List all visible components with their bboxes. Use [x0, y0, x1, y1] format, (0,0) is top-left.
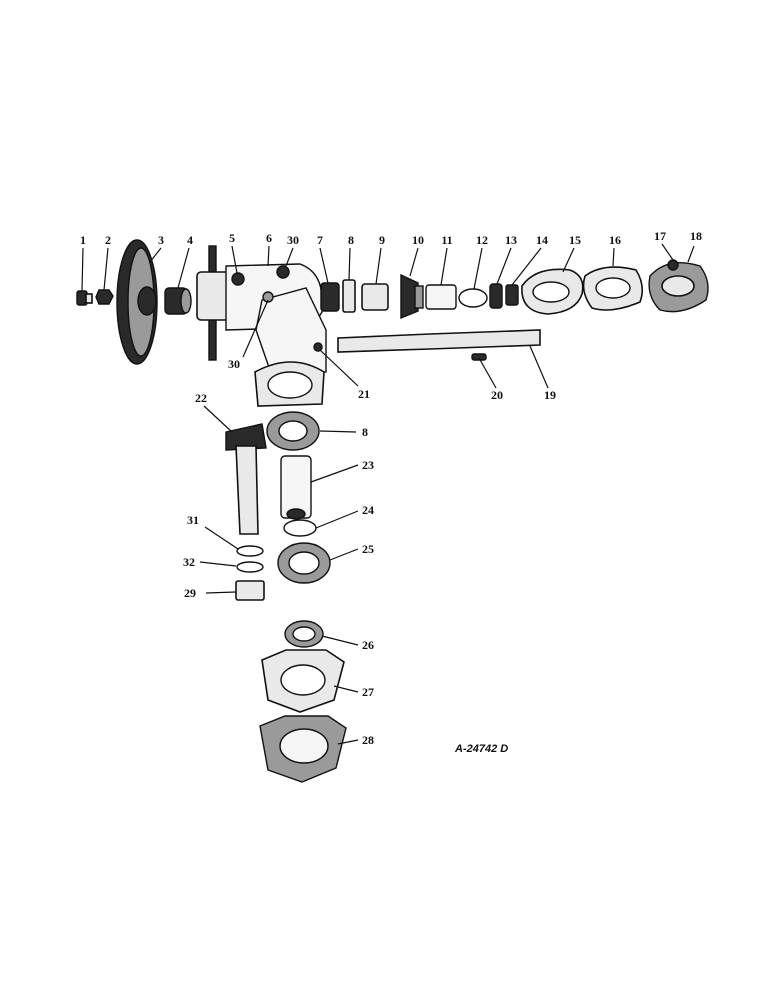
- part-20-key: [471, 353, 487, 361]
- part-25-bearing: [277, 542, 331, 584]
- part-11-sleeve: [425, 284, 457, 310]
- callout-18: 18: [690, 229, 702, 243]
- callout-29: 29: [184, 586, 196, 600]
- callout-11: 11: [441, 233, 452, 247]
- part-3-sprocket: [116, 239, 158, 365]
- part-9-bearing-cone: [361, 283, 389, 311]
- callout-1: 1: [80, 233, 86, 247]
- callout-2: 2: [105, 233, 111, 247]
- callout-25: 25: [362, 542, 374, 556]
- gear-housing: [196, 245, 327, 407]
- callout-24: 24: [362, 503, 374, 517]
- callout-labels: 1 2 3 4 5 6 30 7 8 9 10 11 12 13 14 15 1…: [80, 229, 702, 747]
- callout-8-top: 8: [348, 233, 354, 247]
- callout-22: 22: [195, 391, 207, 405]
- part-10-bevel-gear: [400, 273, 424, 320]
- part-22-pinion-shaft: [225, 423, 267, 535]
- callout-3: 3: [158, 233, 164, 247]
- callout-28: 28: [362, 733, 374, 747]
- callout-27: 27: [362, 685, 374, 699]
- callout-23: 23: [362, 458, 374, 472]
- part-12-washer: [458, 288, 488, 308]
- part-23-spacer-tube: [280, 455, 312, 520]
- callout-6: 6: [266, 231, 272, 245]
- callout-8-lower: 8: [362, 425, 368, 439]
- callout-12: 12: [476, 233, 488, 247]
- part-17-bolt: [667, 259, 679, 271]
- callout-13: 13: [505, 233, 517, 247]
- part-28-bottom-cover: [259, 715, 347, 783]
- callout-4: 4: [187, 233, 193, 247]
- part-19-shaft: [337, 329, 541, 353]
- callout-31: 31: [187, 513, 199, 527]
- part-4-hub: [164, 287, 192, 315]
- part-2-nut: [95, 289, 114, 305]
- part-13-bearing: [489, 283, 503, 309]
- callout-26: 26: [362, 638, 374, 652]
- callout-14: 14: [536, 233, 548, 247]
- part-24-washer: [283, 519, 317, 537]
- leader-lines: [81, 243, 695, 745]
- callout-30-top: 30: [287, 233, 299, 247]
- drawing-reference-number: A-24742 D: [454, 743, 508, 755]
- part-16-gasket: [582, 266, 644, 311]
- callout-20: 20: [491, 388, 503, 402]
- part-1-bolt: [76, 290, 93, 306]
- callout-17: 17: [654, 229, 666, 243]
- part-29-shim: [235, 580, 265, 601]
- part-8-bearing: [342, 279, 356, 313]
- callout-32: 32: [183, 555, 195, 569]
- callout-19: 19: [544, 388, 556, 402]
- callout-21: 21: [358, 387, 370, 401]
- part-15-seal-ring: [521, 268, 584, 315]
- part-7-spacer: [320, 282, 340, 312]
- callout-30-side: 30: [228, 357, 240, 371]
- part-32-ring: [236, 561, 264, 573]
- callout-9: 9: [379, 233, 385, 247]
- callout-15: 15: [569, 233, 581, 247]
- part-8-lower-bearing: [266, 411, 320, 451]
- callout-7: 7: [317, 233, 323, 247]
- part-14-nut: [505, 284, 519, 306]
- part-18-end-cover: [648, 262, 709, 313]
- callout-10: 10: [412, 233, 424, 247]
- callout-5: 5: [229, 231, 235, 245]
- part-26-seal: [284, 620, 324, 648]
- part-27-gasket: [261, 649, 345, 713]
- part-31-ring: [236, 545, 264, 557]
- callout-16: 16: [609, 233, 621, 247]
